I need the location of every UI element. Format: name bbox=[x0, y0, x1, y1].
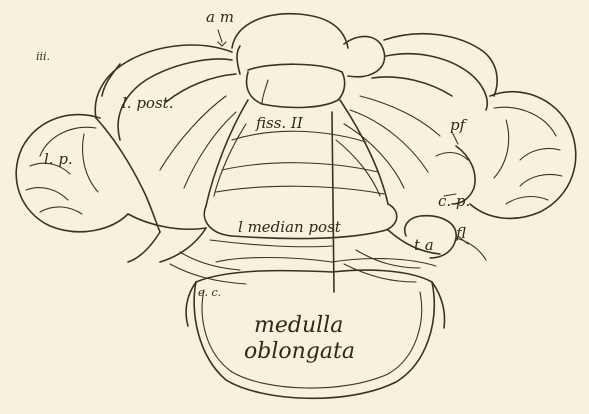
label-oblongata: oblongata bbox=[244, 339, 355, 364]
label-pf: pf bbox=[450, 116, 468, 134]
right-posterior-lobe bbox=[336, 34, 497, 196]
label-cp: c. p. bbox=[438, 192, 470, 210]
label-fiss-ii: fiss. II bbox=[255, 114, 304, 132]
label-medulla: medulla bbox=[254, 313, 343, 338]
midline bbox=[332, 112, 334, 292]
label-am: a m bbox=[206, 8, 234, 26]
left-posterior-lobe bbox=[95, 45, 246, 196]
label-ta: t a bbox=[414, 236, 434, 254]
left-flocculus bbox=[16, 115, 206, 232]
label-l-post: l. post. bbox=[122, 94, 173, 112]
label-l-p: l. p. bbox=[44, 150, 73, 168]
label-fl: fl bbox=[455, 224, 466, 242]
label-ec: e. c. bbox=[198, 286, 221, 299]
label-l-median-post: l median post bbox=[238, 218, 342, 236]
label-corner-mark: iii. bbox=[36, 50, 50, 63]
superior-vermis bbox=[232, 14, 385, 108]
leaders bbox=[218, 30, 468, 244]
